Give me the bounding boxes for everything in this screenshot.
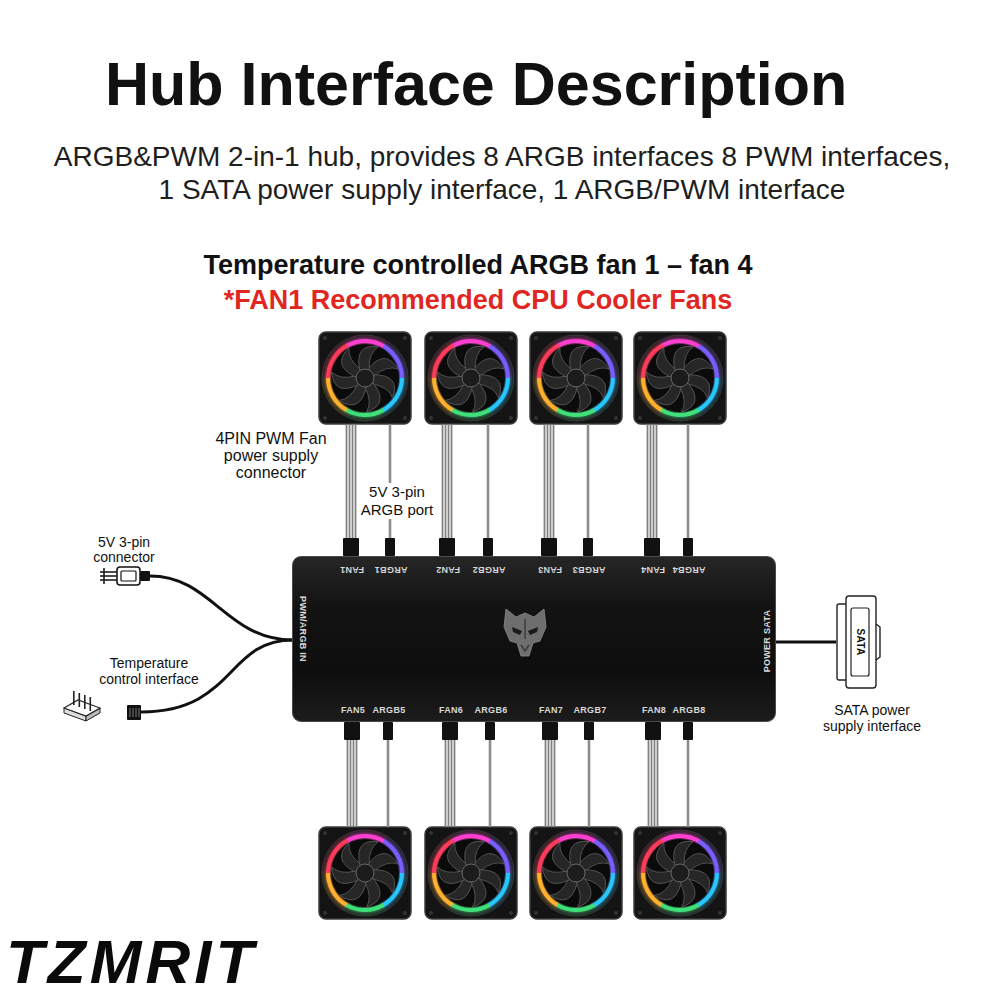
fan-icon	[314, 822, 415, 923]
port-label: FAN6	[439, 706, 463, 716]
port-label: FAN5	[341, 706, 365, 716]
logo-head	[504, 609, 546, 656]
port-label: PWM/ARGB IN	[297, 596, 307, 662]
port-label: FAN3	[538, 564, 562, 574]
connector-label: SATA	[855, 629, 866, 656]
sata-power-cable	[776, 641, 836, 644]
connector-body	[846, 596, 876, 688]
port-label: ARGB1	[374, 564, 407, 574]
callout-label: 4PIN PWM Fan power supply connector	[201, 430, 341, 481]
fan-icon	[420, 822, 521, 923]
fan-icon	[629, 327, 730, 428]
input-cables	[141, 576, 293, 712]
connector-latch	[876, 624, 880, 660]
callout-label: 5V 3-pin connector	[91, 535, 157, 565]
port-label: POWER SATA	[763, 610, 773, 673]
fan-icon	[420, 327, 521, 428]
port-label: ARGB7	[573, 706, 606, 716]
logo-eye	[512, 627, 522, 635]
connector-slot	[851, 608, 869, 676]
port-label: FAN1	[340, 564, 364, 574]
port-label: ARGB3	[572, 564, 605, 574]
temperature-plug-icon	[127, 705, 141, 720]
logo-eye	[528, 627, 538, 635]
port-label: ARGB4	[672, 564, 705, 574]
port-label: ARGB8	[672, 706, 705, 716]
subtitle: ARGB&PWM 2-in-1 hub, provides 8 ARGB int…	[48, 140, 957, 206]
page-title: Hub Interface Description	[105, 54, 847, 115]
fan-icon	[525, 327, 626, 428]
sata-connector: SATA	[836, 594, 882, 690]
brand-watermark: TZMRIT	[6, 931, 257, 993]
hub-box: FAN1 ARGB1 FAN2 ARGB2 FAN3 ARGB3 FAN4 ARGB4PWM/…	[292, 556, 776, 722]
port-label: FAN4	[641, 564, 665, 574]
callout-label: Temperature control interface	[97, 655, 201, 687]
temperature-header-icon	[64, 691, 100, 721]
fan-icon	[525, 822, 626, 923]
callout-label: 5V 3-pin ARGB port	[358, 483, 436, 519]
port-label: ARGB2	[472, 564, 505, 574]
port-label: ARGB5	[372, 706, 405, 716]
port-label: FAN7	[539, 706, 563, 716]
argb-3pin-connector-icon	[100, 567, 150, 585]
hub-logo	[502, 607, 548, 659]
callout-label: SATA power supply interface	[821, 702, 923, 734]
logo-detail	[521, 619, 529, 651]
port-label: FAN2	[436, 564, 460, 574]
fan-icon	[629, 822, 730, 923]
port-label: ARGB6	[474, 706, 507, 716]
port-label: FAN8	[642, 706, 666, 716]
section-heading: Temperature controlled ARGB fan 1 – fan …	[203, 249, 752, 281]
recommendation-note: *FAN1 Recommended CPU Cooler Fans	[224, 284, 733, 316]
fan-icon	[314, 327, 415, 428]
